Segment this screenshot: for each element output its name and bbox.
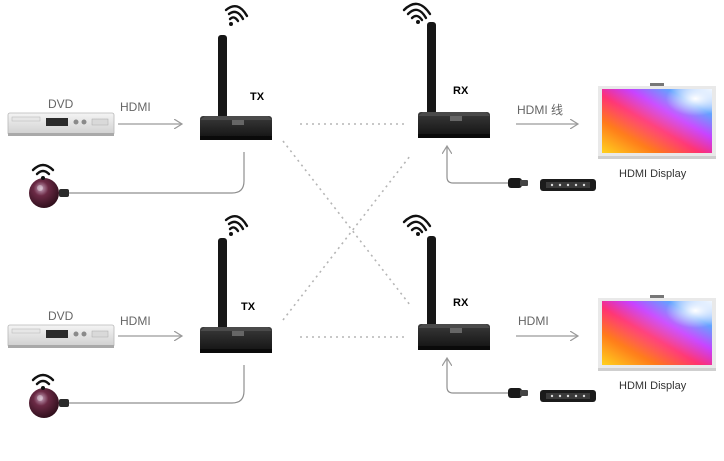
remote-control-icon bbox=[540, 390, 596, 402]
wifi-signal-icon bbox=[402, 214, 432, 236]
link-tx1-rx2 bbox=[282, 140, 411, 306]
wifi-signal-icon bbox=[31, 163, 55, 180]
display-label: HDMI Display bbox=[619, 168, 687, 180]
remote-control-icon bbox=[540, 179, 596, 191]
ir-sensor-icon bbox=[29, 388, 69, 418]
ir-cable bbox=[69, 152, 245, 194]
output-link-label: HDMI 线 bbox=[517, 103, 563, 117]
ir-cable bbox=[447, 358, 510, 394]
input-link-label: HDMI bbox=[120, 314, 151, 328]
source-label: DVD bbox=[48, 309, 74, 323]
wifi-signal-icon bbox=[224, 214, 249, 236]
transmitter-label: TX bbox=[250, 91, 265, 103]
ir-sensor-icon bbox=[29, 178, 69, 208]
ir-cable bbox=[447, 146, 510, 184]
wifi-signal-icon bbox=[31, 373, 55, 390]
dvd-player-icon bbox=[7, 324, 115, 348]
wifi-signal-icon bbox=[402, 2, 432, 24]
transmitter-icon bbox=[200, 238, 272, 353]
wireless-links bbox=[282, 123, 411, 338]
source-label: DVD bbox=[48, 97, 74, 111]
display-label: HDMI Display bbox=[619, 380, 687, 392]
receiver-label: RX bbox=[453, 297, 469, 309]
transmitter-label: TX bbox=[241, 301, 256, 313]
link-tx2-rx1 bbox=[282, 155, 411, 321]
receiver-icon bbox=[418, 236, 490, 350]
receiver-icon bbox=[418, 22, 490, 138]
input-link-label: HDMI bbox=[120, 100, 151, 114]
wifi-signal-icon bbox=[224, 4, 249, 26]
tv-display-icon bbox=[598, 295, 716, 371]
output-link-label: HDMI bbox=[518, 314, 549, 328]
dvd-player-icon bbox=[7, 112, 115, 136]
transmitter-icon bbox=[200, 35, 272, 140]
tv-display-icon bbox=[598, 83, 716, 159]
ir-cable bbox=[69, 365, 245, 404]
ir-receiver-cable-icon bbox=[508, 178, 528, 188]
ir-receiver-cable-icon bbox=[508, 388, 528, 398]
receiver-label: RX bbox=[453, 85, 469, 97]
